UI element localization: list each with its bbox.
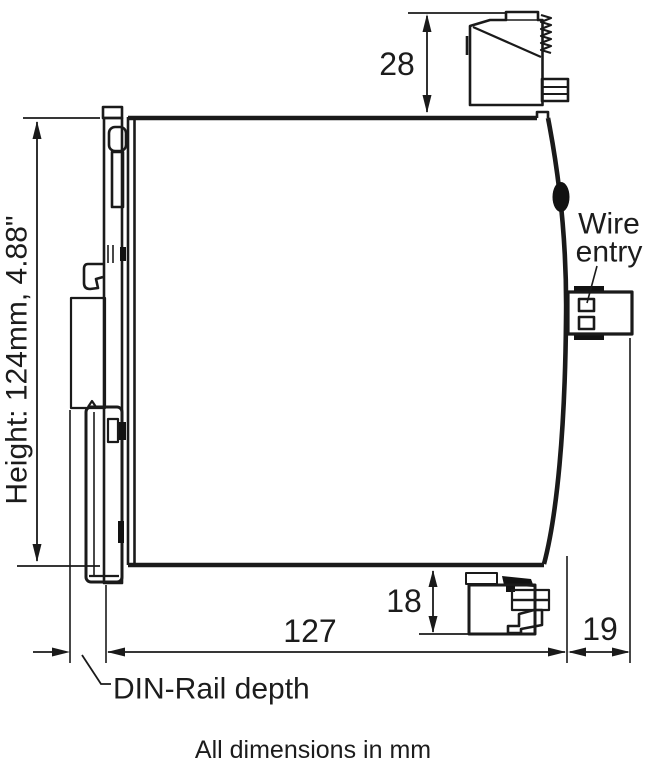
arrowhead-left: [568, 647, 586, 657]
lower-clip: [84, 405, 124, 584]
device-body: [126, 110, 570, 568]
footer-note: All dimensions in mm: [195, 736, 431, 764]
bracket-top-tab: [101, 105, 124, 120]
wire-entry-flange-top: [574, 286, 604, 293]
top-terminal-diagonal: [472, 25, 542, 59]
wire-entry-label-line1: Wire: [578, 208, 640, 241]
wire-entry-label: Wire entry: [576, 208, 643, 269]
arrowhead-down: [428, 616, 438, 633]
wire-entry-hole-2: [577, 315, 596, 331]
bracket-clip-detail: [110, 150, 125, 209]
dimension-127: 127: [33, 338, 631, 663]
arrowhead-right: [52, 647, 70, 657]
wire-entry-body: [566, 290, 634, 336]
arrowhead-up: [32, 121, 42, 139]
side-knob: [552, 182, 570, 212]
wire-entry-flange-bottom: [574, 333, 604, 340]
dimension-din-rail-depth: DIN-Rail depth: [81, 654, 310, 706]
arrowhead-left: [107, 647, 125, 657]
dimension-18: 18: [386, 570, 469, 635]
bottom-terminal-block: [465, 572, 551, 636]
arrowhead-up: [422, 14, 432, 32]
dim-value-28: 28: [379, 46, 415, 82]
bracket-clip-bump: [107, 125, 128, 153]
dimension-28: 28: [379, 12, 506, 113]
top-screw-terminal: [540, 77, 570, 103]
top-terminal-block: [465, 10, 570, 107]
lower-clip-dark-2: [118, 521, 124, 543]
arrowhead-down: [422, 95, 432, 113]
wire-entry-leader-line: [586, 265, 598, 304]
bottom-terminal-dark: [506, 586, 515, 592]
dimension-19: 19: [568, 611, 630, 657]
dimension-height: Height: 124mm, 4.88": [1, 117, 100, 567]
top-screw-terminal-lines: [542, 86, 568, 95]
dim-value-height: Height: 124mm, 4.88": [1, 215, 34, 504]
bottom-terminal-base: [465, 572, 498, 585]
bracket-dark-tick: [120, 247, 126, 261]
screw-thread-serration: [539, 13, 553, 55]
arrowhead-right: [612, 647, 630, 657]
wire-entry-hole-1: [577, 297, 596, 313]
top-terminal-outline: [468, 10, 544, 107]
bracket-ticks: [107, 245, 114, 263]
din-rail-hook: [82, 262, 104, 291]
arrowhead-up: [428, 570, 438, 587]
dim-value-18: 18: [386, 583, 422, 619]
dim-value-19: 19: [582, 611, 618, 647]
wire-entry-label-line2: entry: [576, 236, 643, 269]
bottom-terminal-step-2: [510, 598, 551, 612]
body-top-right-step: [535, 110, 550, 118]
bottom-terminal-hook: [506, 608, 544, 635]
lower-clip-dark-1: [119, 422, 126, 440]
dim-value-127: 127: [283, 613, 336, 649]
arrowhead-down: [32, 544, 42, 562]
din-rail-leader-line: [81, 654, 111, 685]
din-rail-depth-label: DIN-Rail depth: [113, 673, 310, 706]
bottom-terminal-step-1: [510, 588, 551, 602]
wire-entry-connector: [566, 265, 634, 340]
lower-clip-peak: [87, 399, 97, 408]
rail-slider: [69, 296, 107, 410]
din-rail-bracket: [69, 105, 128, 585]
arrowhead-right: [548, 647, 566, 657]
lower-clip-detail: [106, 417, 120, 444]
